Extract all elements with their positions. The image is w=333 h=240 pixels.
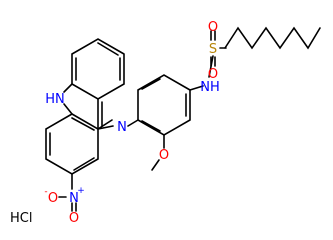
nitro-plus-charge: + — [77, 186, 85, 196]
sulfonyl-oxygen-top: O — [208, 20, 218, 35]
sulfonamide-nh: NH — [200, 80, 220, 95]
nitro-oxygen-left: O — [48, 191, 58, 206]
acridine-nh: HN — [45, 92, 65, 107]
sulfonyl-group — [189, 30, 227, 91]
chemical-structure: S O O NH HN N N + O - O O HCl — [10, 20, 321, 226]
imine-nitrogen: N — [117, 120, 127, 135]
methoxy-oxygen: O — [159, 148, 169, 163]
nitro-minus-charge: - — [44, 187, 47, 197]
structure-canvas: S O O NH HN N N + O - O O HCl — [10, 20, 321, 226]
nitro-nitrogen: N — [69, 191, 79, 206]
hexyl-chain — [224, 26, 321, 50]
phenyl-ring — [127, 74, 191, 171]
hydrochloride-salt: HCl — [10, 211, 32, 226]
acridine-core — [45, 38, 125, 190]
sulfonyl-oxygen-bottom: O — [208, 67, 218, 82]
sulfur-atom: S — [209, 42, 217, 57]
nitro-oxygen-bottom: O — [69, 211, 79, 226]
nitro-group — [58, 196, 77, 212]
